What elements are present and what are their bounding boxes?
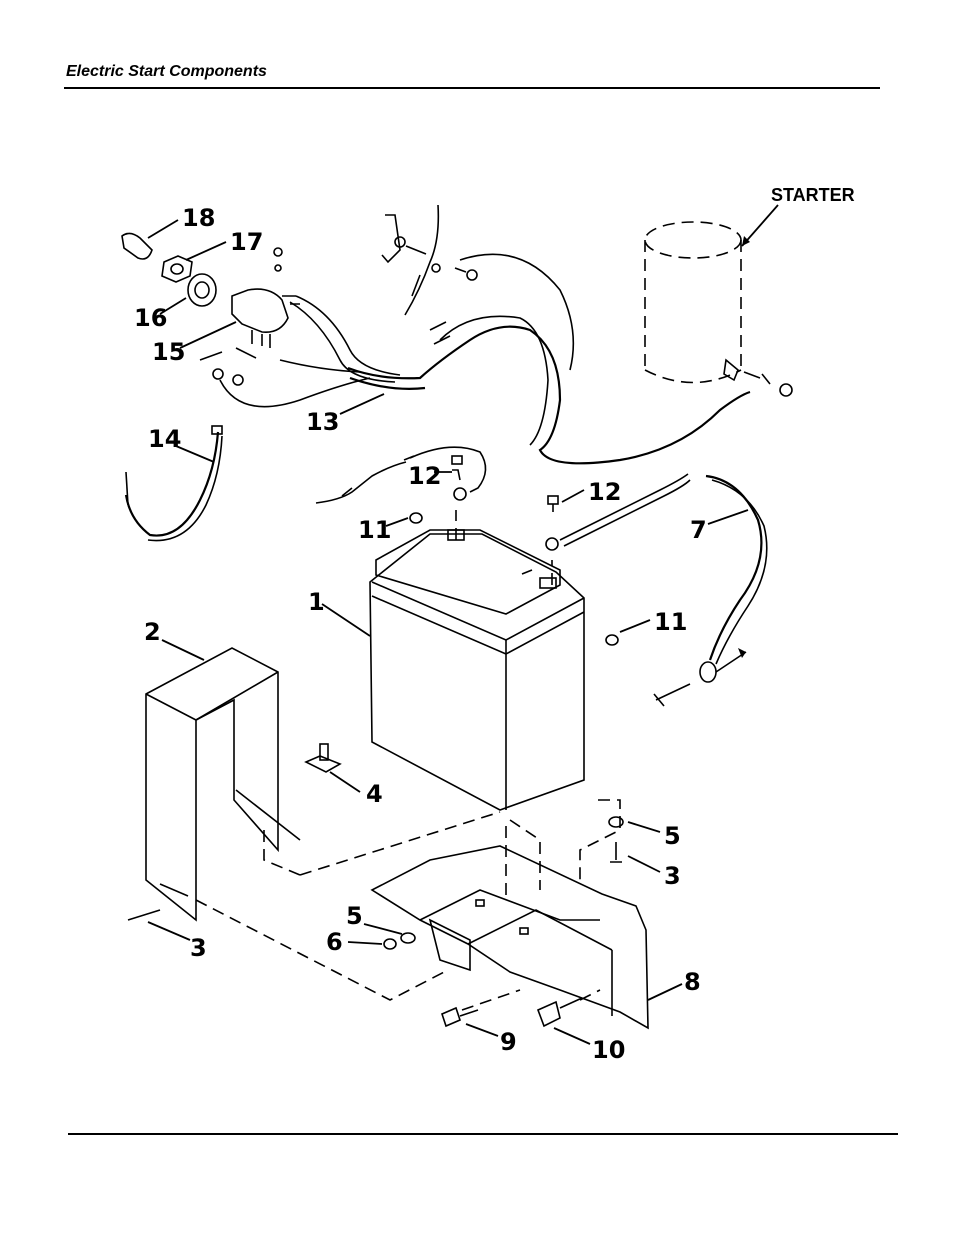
callout-15: 15 — [152, 338, 185, 366]
starter-label: STARTER — [771, 185, 855, 205]
callout-3-right: 3 — [664, 862, 681, 890]
starter-arrowhead — [742, 236, 750, 246]
wire-harness — [219, 204, 751, 465]
starter-leader — [741, 204, 779, 247]
starter-motor — [644, 221, 793, 397]
callout-8: 8 — [684, 968, 701, 996]
callout-5-left: 5 — [346, 902, 363, 930]
battery-tray — [370, 845, 649, 1030]
callout-2: 2 — [144, 618, 161, 646]
ignition-switch-assembly — [121, 232, 300, 386]
callout-leaders — [147, 219, 749, 1045]
callout-1: 1 — [308, 588, 325, 616]
footer-divider — [68, 1133, 898, 1135]
callout-3-left: 3 — [190, 934, 207, 962]
header-divider — [64, 87, 880, 89]
callout-11-left: 11 — [358, 516, 391, 544]
callout-17: 17 — [230, 228, 263, 256]
callout-16: 16 — [134, 304, 167, 332]
battery-cables — [315, 446, 768, 707]
callout-numbers: 18 17 16 15 13 14 12 12 11 11 7 1 2 4 5 … — [134, 204, 707, 1064]
battery-hold-down — [127, 647, 301, 922]
callout-14: 14 — [148, 425, 181, 453]
callout-6: 6 — [326, 928, 343, 956]
ground-strap — [124, 425, 223, 542]
callout-12-right: 12 — [588, 478, 621, 506]
callout-7: 7 — [690, 516, 707, 544]
callout-11-right: 11 — [654, 608, 687, 636]
callout-10: 10 — [592, 1036, 625, 1064]
page-title: Electric Start Components — [66, 63, 267, 80]
callout-9: 9 — [500, 1028, 517, 1056]
callout-4: 4 — [366, 780, 383, 808]
callout-13: 13 — [306, 408, 339, 436]
battery — [369, 510, 585, 811]
fasteners — [383, 512, 624, 1028]
mounting-bracket — [304, 743, 342, 773]
callout-18: 18 — [182, 204, 215, 232]
assembly-guide-lines — [195, 799, 621, 1011]
callout-5-right: 5 — [664, 822, 681, 850]
callout-12-left: 12 — [408, 462, 441, 490]
